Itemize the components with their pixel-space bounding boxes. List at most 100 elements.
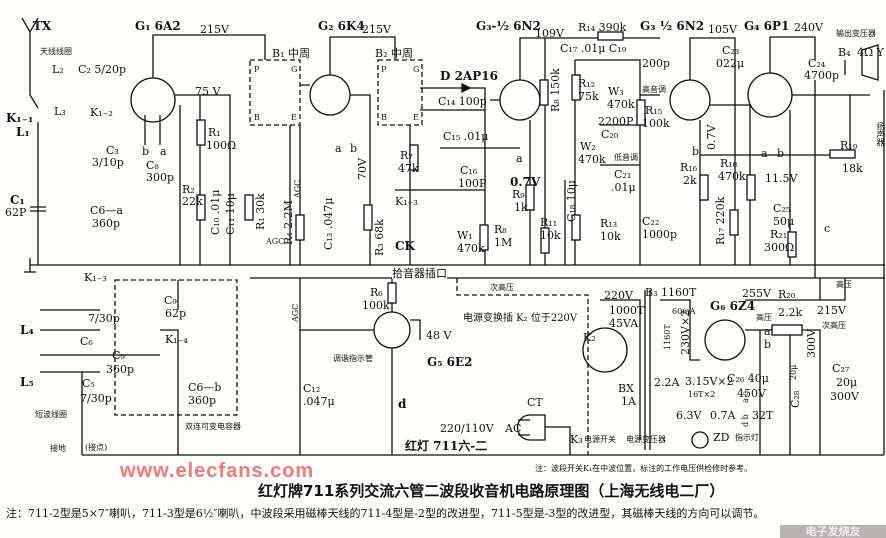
switch-label: K₁₋₂ [90, 106, 113, 119]
tube-g1-6a2 [130, 77, 176, 123]
tube-g3b-6n2 [669, 79, 711, 121]
component-label: W₁ [457, 229, 473, 242]
treble-pot-label: W₃ [608, 85, 624, 98]
voltage-label: 220V [604, 289, 633, 302]
pin-label: a c [741, 391, 750, 403]
component-label: R₁₁ [540, 216, 558, 229]
pin-label: b [692, 145, 700, 158]
ground-point-caption: (接点) [85, 443, 108, 452]
component-label: C₂₅ [773, 202, 791, 215]
component-label: R₁ 30k [254, 193, 267, 230]
component-label: C₁₂ [303, 382, 321, 395]
component-label: C₁₀ .01μ [209, 189, 222, 235]
speaker-label: 4Ω Y [857, 46, 884, 59]
component-label: C₁₅ .01μ [443, 130, 489, 143]
component-label: C₂₀ [601, 128, 619, 141]
voltage-label: 255V [742, 287, 771, 300]
component-value: 100k [642, 117, 670, 130]
model-label: 红灯 711六-二 [405, 439, 488, 453]
component-label: C₃ [106, 144, 119, 157]
component-label: C₂ 5/20p [78, 63, 127, 76]
component-label: C₈ [146, 159, 159, 172]
high-voltage-label: 高压 [836, 280, 852, 289]
component-value: 1000T [609, 304, 645, 317]
component-value: 470k [718, 170, 746, 183]
diagram-title: 红灯牌711系列交流六管二波段收音机电路原理图（上海无线电二厂） [258, 482, 725, 500]
indicator-lamp-label: ZD [713, 431, 730, 444]
tube-g3a-6n2 [499, 79, 541, 121]
component-label: C₁ [10, 193, 25, 207]
ground-caption: 接地 [50, 444, 66, 453]
switch-label: K₁₋₄ [165, 333, 188, 346]
tube-g4-6p1 [747, 72, 793, 118]
component-value: 22k [182, 195, 203, 208]
tube-g3a-label: G₃-½ 6N2 [476, 19, 541, 33]
component-label: R₃ 68k [373, 219, 386, 256]
voltage-label: 11.5V [765, 172, 798, 185]
component-value: 7/30p [80, 392, 112, 405]
component-value: 300Ω [764, 241, 795, 254]
plug-label: CT [527, 396, 543, 409]
pin-label: d b [741, 414, 750, 427]
pickup-jack-label[interactable]: CK [395, 239, 415, 253]
pin-label: G [413, 65, 420, 74]
switch-label: K₁₋₁ [6, 111, 34, 125]
component-value: 2200P [598, 115, 634, 128]
component-value: 360p [188, 394, 217, 407]
resistor-r20 [771, 324, 803, 336]
component-value: 1000p [642, 228, 678, 241]
component-value: .047μ [303, 395, 335, 408]
switch-label: K₁₋₃ [395, 195, 418, 208]
component-value: 47k [398, 162, 419, 175]
if-transformer-b2 [377, 59, 423, 126]
component-label: R₁₇ 220k [714, 196, 727, 245]
component-value: 10k [600, 230, 621, 243]
pin-label: E [413, 113, 419, 122]
treble-control-label[interactable]: 高音调 [642, 85, 666, 94]
voltage-label: 3.15V×2 [685, 375, 734, 388]
output-transformer-caption: 输出变压器 [836, 29, 876, 38]
watermark: www.elecfans.com [120, 460, 315, 482]
voltage-label: 300V [805, 329, 818, 358]
voltage-label: 70V [356, 158, 369, 180]
voltage-label: 0.7V [705, 124, 718, 150]
diode-label: D 2AP16 [440, 69, 498, 83]
component-label: R₁₉ [840, 139, 858, 152]
component-value: 100k [362, 299, 390, 312]
component-value: 470k [578, 153, 606, 166]
pin-label: a [764, 325, 771, 338]
tube-g1-label: G₁ 6A2 [135, 19, 181, 33]
fuse-label: BX [618, 382, 634, 395]
component-label: C₂₁ [614, 168, 632, 181]
pin-label: B [254, 113, 260, 122]
component-label: C₁₁ 10μ [224, 193, 237, 235]
sub-high-voltage-label: 次高压 [490, 283, 514, 292]
power-switch-label[interactable]: K₃ [570, 433, 583, 446]
component-label: R₁₂ [578, 77, 596, 90]
variable-capacitor-caption: 双连可变电容器 [185, 422, 241, 431]
if-transformer-b1 [249, 59, 301, 126]
component-label: L₄ [20, 323, 34, 337]
bass-control-label[interactable]: 低音调 [614, 153, 638, 162]
output-transformer-label: B₄ [838, 46, 851, 59]
voltage-label: 48 V [426, 329, 452, 342]
tube-g4-label: G₄ 6P1 [744, 19, 790, 33]
high-voltage-label: 高压 [756, 313, 772, 322]
component-label: R₆ [370, 286, 383, 299]
tuning-indicator-caption: 调谐指示管 [333, 354, 373, 363]
component-value: 20μ [836, 376, 858, 389]
component-value: 2k [683, 174, 697, 187]
current-label: 2.2A [654, 376, 680, 389]
agc-label: AGC [266, 237, 285, 246]
component-value: 3/10p [92, 156, 124, 169]
component-label: C6—b [188, 381, 222, 394]
voltage-label: 6.3V [676, 409, 702, 422]
component-label: R₈ 150k [549, 68, 562, 112]
component-label: L₁ [16, 125, 30, 139]
pin-label: a [761, 147, 768, 160]
voltage-label: 0.7V [510, 175, 541, 189]
voltage-selector-label[interactable]: K₂ [583, 331, 596, 344]
component-value: 62p [165, 307, 187, 320]
voltage-label: 75 V [195, 85, 221, 98]
